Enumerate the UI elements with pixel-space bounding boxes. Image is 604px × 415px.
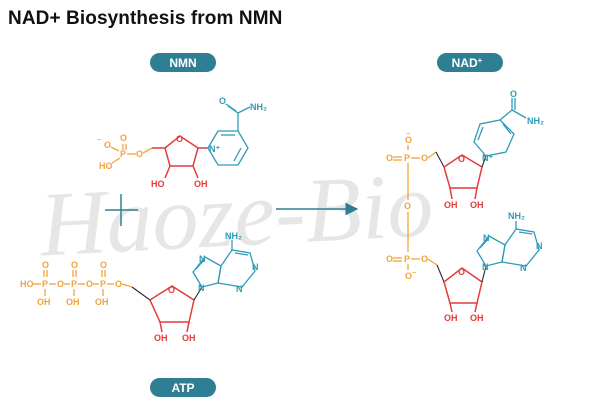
svg-text:O: O [71,260,78,270]
nmn-molecule: − O P O HO O O HO OH [97,96,267,189]
svg-text:−: − [412,270,416,277]
svg-text:NH₂: NH₂ [508,211,525,221]
svg-text:NH₂: NH₂ [225,231,242,241]
svg-text:O: O [176,134,183,144]
nad-label: NAD [452,56,478,70]
svg-text:O: O [386,153,393,163]
svg-text:O: O [386,254,393,264]
plus-sign [105,194,138,226]
svg-text:N⁺: N⁺ [482,153,493,163]
svg-text:O: O [510,89,517,99]
svg-text:HO: HO [151,179,165,189]
svg-text:N: N [236,284,243,294]
svg-text:O: O [421,153,428,163]
svg-text:OH: OH [154,333,168,343]
svg-text:NAD+: NAD+ [452,56,483,70]
svg-text:O: O [136,149,143,159]
svg-text:O: O [115,279,122,289]
svg-text:OH: OH [194,179,208,189]
atp-molecule: HO P O OH O P O OH O P O OH [20,231,259,343]
svg-text:N: N [252,262,259,272]
svg-text:P: P [404,153,410,163]
atp-ribose: O OH OH [131,285,203,343]
svg-text:OH: OH [37,297,51,307]
svg-text:O: O [421,254,428,264]
svg-text:P: P [120,149,126,159]
atp-adenine: N N N N NH₂ [192,231,259,294]
nad-lower-ribose: O OH OH [436,264,487,323]
svg-text:OH: OH [66,297,80,307]
nad-adenine: N N N N NH₂ [476,211,543,273]
nad-label-pill: NAD+ [437,53,503,72]
atp-label: ATP [171,381,194,395]
svg-text:OH: OH [444,313,458,323]
page-title: NAD+ Biosynthesis from NMN [8,8,283,29]
svg-text:−: − [97,137,101,144]
nmn-ribose: O HO OH [151,134,208,189]
svg-text:O: O [458,154,465,164]
svg-text:OH: OH [95,297,109,307]
svg-text:OH: OH [470,200,484,210]
svg-text:N: N [536,241,543,251]
svg-text:O: O [100,260,107,270]
nad-upper-ribose: O OH OH [435,151,487,210]
svg-text:O: O [104,140,111,150]
svg-text:O: O [405,135,412,145]
svg-text:O: O [219,96,226,106]
svg-text:HO: HO [99,161,113,171]
nad-molecule: − O O P O O O P O O − [386,89,544,323]
svg-text:O: O [405,271,412,281]
svg-text:P: P [100,279,106,289]
svg-text:OH: OH [444,200,458,210]
nmn-label-pill: NMN [150,53,216,72]
svg-text:O: O [86,279,93,289]
atp-triphosphate: HO P O OH O P O OH O P O OH [20,260,133,307]
atp-label-pill: ATP [150,378,216,397]
svg-text:NH₂: NH₂ [250,102,267,112]
svg-text:O: O [120,133,127,143]
nad-nicotinamide: N⁺ O NH₂ [473,89,544,163]
svg-text:P: P [71,279,77,289]
svg-text:P: P [42,279,48,289]
svg-text:OH: OH [470,313,484,323]
nmn-nicotinamide: N⁺ O NH₂ [207,96,267,166]
svg-text:O: O [168,285,175,295]
nad-charge: + [478,56,483,65]
svg-text:O: O [458,267,465,277]
svg-text:N: N [198,283,205,293]
svg-text:−: − [406,131,410,138]
svg-text:O: O [42,260,49,270]
svg-text:N: N [482,262,489,272]
svg-text:O: O [404,201,411,211]
svg-text:NH₂: NH₂ [527,116,544,126]
watermark-text: Haoze-Bio [36,153,435,276]
nad-pyrophosphate: − O O P O O O P O O − [386,131,438,281]
svg-text:N: N [483,233,490,243]
svg-text:N: N [199,254,206,264]
svg-text:HO: HO [20,279,34,289]
nmn-label: NMN [169,56,196,70]
svg-text:O: O [57,279,64,289]
svg-text:OH: OH [182,333,196,343]
svg-text:N: N [520,263,527,273]
svg-text:N⁺: N⁺ [209,144,220,154]
svg-text:P: P [404,254,410,264]
nmn-phosphate-group: − O P O HO O [97,133,153,171]
